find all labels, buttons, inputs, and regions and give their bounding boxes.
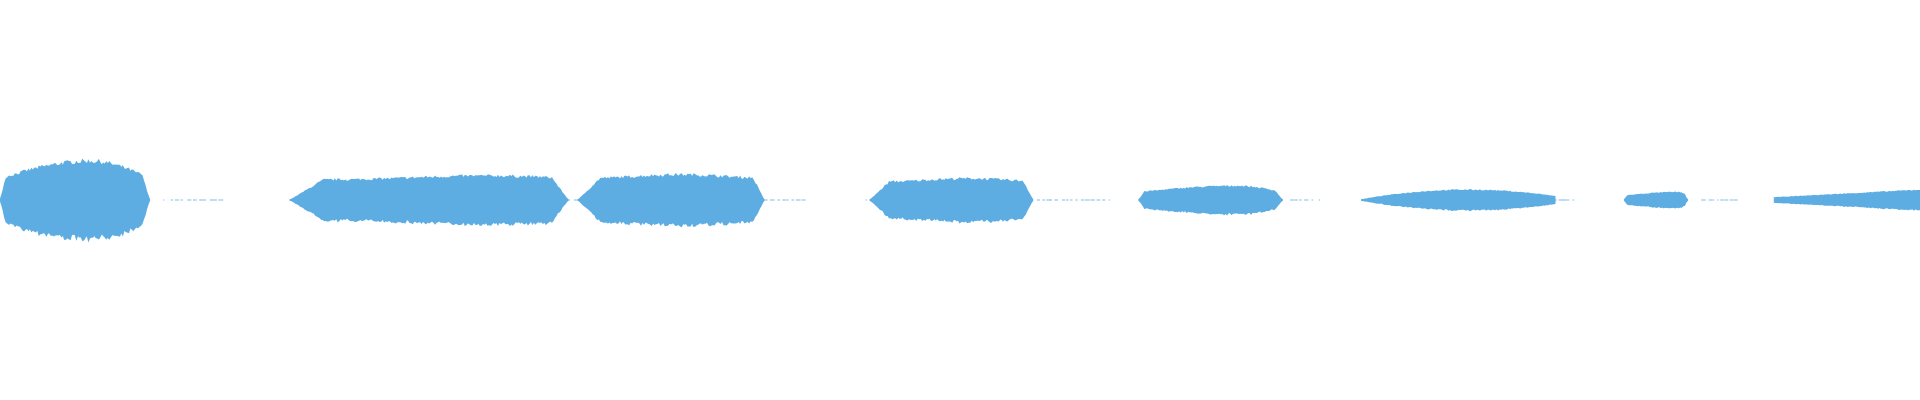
waveform-segment[interactable]	[869, 177, 1034, 224]
waveform-segment[interactable]	[577, 173, 765, 228]
waveform-segment[interactable]	[0, 158, 151, 243]
waveform-segment[interactable]	[1138, 185, 1283, 216]
waveform-segment[interactable]	[1773, 189, 1920, 211]
waveform-segment[interactable]	[289, 174, 569, 227]
waveform-segment[interactable]	[1361, 189, 1556, 212]
waveform-segment[interactable]	[1624, 191, 1688, 209]
